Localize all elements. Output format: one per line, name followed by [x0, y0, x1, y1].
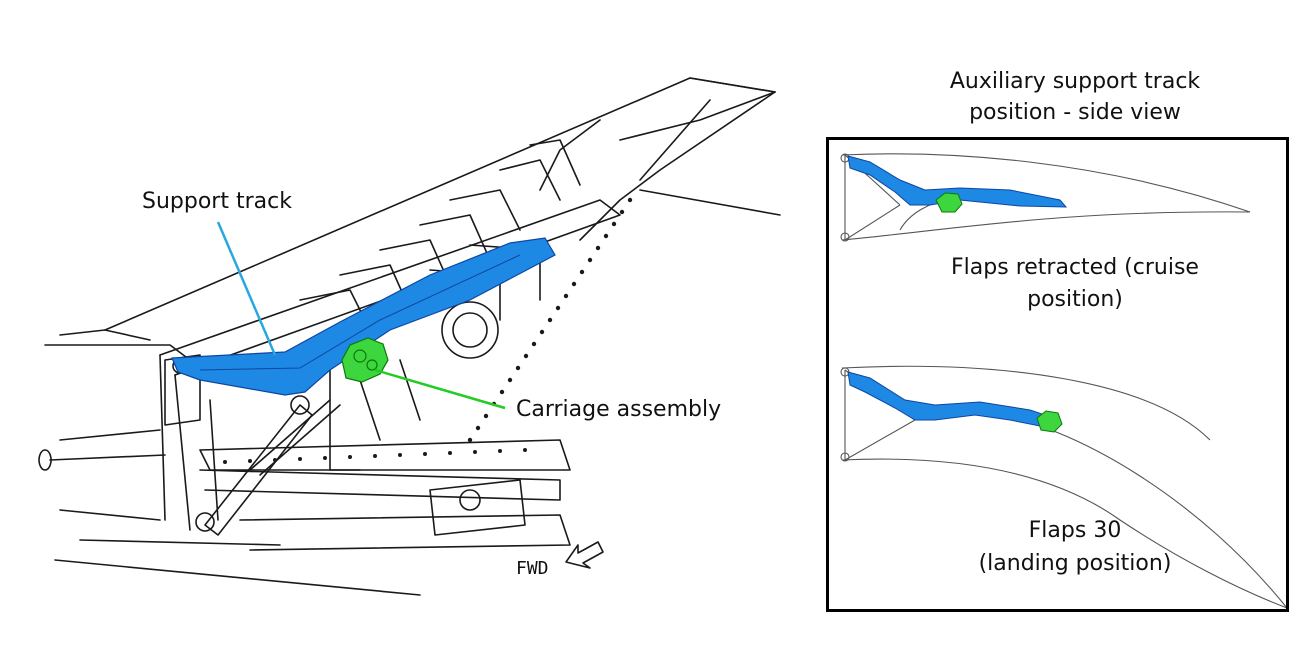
carriage-roller: [366, 359, 378, 371]
retracted-side-view: [840, 153, 1251, 242]
side-view-frame: [826, 137, 1289, 612]
retracted-caption-line1: Flaps retracted (cruise: [951, 255, 1199, 280]
carriage-retracted: [935, 192, 963, 213]
fwd-label: FWD: [516, 558, 549, 579]
support-track-detail-line: [199, 254, 521, 371]
carriage-assembly-label: Carriage assembly: [516, 397, 722, 422]
support-track-landing: [847, 371, 1062, 429]
support-track-label: Support track: [142, 189, 292, 214]
wing-structure-drawing: [38, 77, 781, 596]
carriage-assembly-leader: [374, 368, 506, 410]
landing-caption-line2: (landing position): [978, 551, 1172, 576]
side-view-title-line2: position - side view: [969, 100, 1181, 125]
side-view-title-line1: Auxiliary support track: [949, 69, 1201, 94]
support-track-highlight: [171, 237, 556, 396]
retracted-caption-line2: position): [1027, 287, 1123, 312]
carriage-roller: [353, 349, 367, 363]
carriage-landing: [1036, 410, 1063, 433]
support-track-leader: [216, 221, 277, 356]
landing-caption-line1: Flaps 30: [1028, 518, 1122, 543]
fwd-arrow-icon: [565, 541, 604, 569]
support-track-retracted: [847, 155, 1068, 208]
